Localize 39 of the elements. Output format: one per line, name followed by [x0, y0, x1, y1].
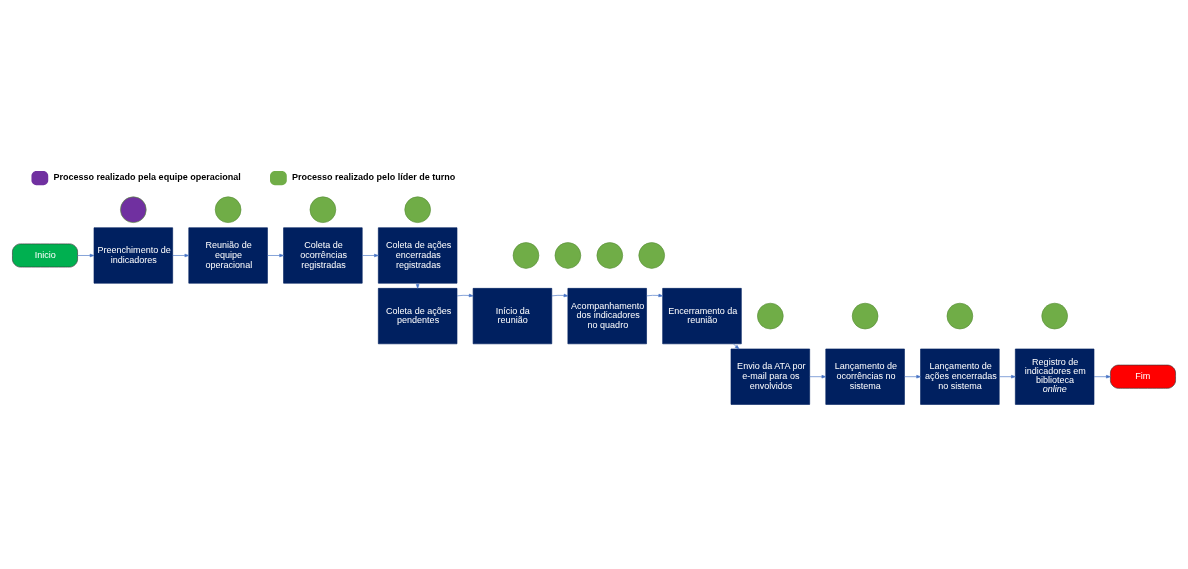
arrow	[172, 253, 190, 258]
arrow	[551, 293, 569, 298]
node-box: Início da reunião	[472, 288, 553, 345]
node-box: Envio da ATA por e-mail para os envolvidos	[730, 348, 810, 405]
node-box: Preenchimento de indicadores	[93, 227, 173, 284]
node-circle	[554, 242, 582, 269]
node-circle	[512, 242, 540, 269]
node-box: Inicio	[12, 243, 78, 268]
arrow	[733, 343, 740, 350]
node-circle	[1041, 302, 1068, 330]
arrow	[999, 375, 1016, 379]
node-box: Lançamento de ações encerradas no sistema	[920, 348, 1000, 405]
node-circle	[946, 302, 974, 330]
node-circle	[404, 196, 431, 223]
arrow	[646, 293, 663, 298]
node-box: Coleta de ocorrências registradas	[283, 227, 363, 284]
arrow	[416, 283, 420, 289]
node-box: Lançamento de ocorrências no sistema	[825, 348, 905, 405]
legend-label: Processo realizado pelo líder de turno	[291, 171, 456, 182]
arrow	[267, 253, 284, 258]
node-circle	[596, 242, 623, 269]
arrow	[362, 253, 379, 258]
node-circle	[638, 242, 665, 269]
node-circle	[757, 302, 784, 330]
node-circle	[120, 196, 147, 223]
node-circle	[214, 196, 242, 223]
node-circle	[309, 196, 337, 223]
arrow	[809, 375, 827, 379]
arrow	[77, 253, 95, 258]
legend-label: Processo realizado pela equipe operacional	[53, 171, 241, 182]
node-circle	[851, 302, 879, 330]
node-box: Coleta de ações pendentes	[378, 288, 458, 345]
node-box: Fim	[1110, 364, 1176, 389]
node-box: Acompanhamento dos indicadores no quadro	[567, 288, 647, 345]
arrow	[1093, 375, 1111, 379]
node-box: Reunião de equipe operacional	[188, 227, 268, 284]
arrow	[456, 293, 474, 298]
arrow	[904, 375, 921, 379]
node-box: Registro de indicadores em biblioteca online	[1015, 348, 1095, 405]
